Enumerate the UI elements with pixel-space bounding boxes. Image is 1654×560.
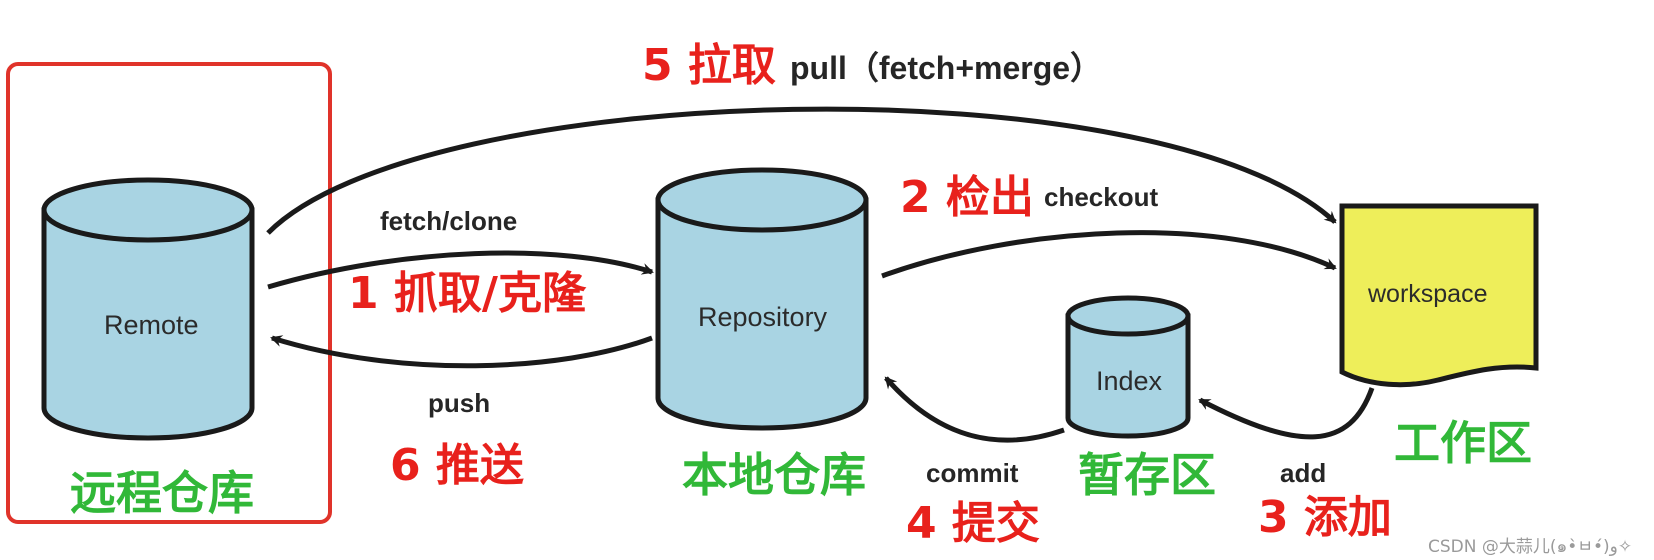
repository-label: Repository <box>698 302 828 332</box>
commit-step: 4 提交 <box>906 498 1040 549</box>
pull-arrow <box>266 106 1337 235</box>
checkout-label: checkout <box>1044 182 1159 212</box>
commit-label: commit <box>926 458 1019 488</box>
commit-arrow <box>884 376 1065 443</box>
fetch-clone-step: 1 抓取/克隆 <box>348 268 587 319</box>
csdn-watermark: CSDN @大蒜儿(๑•̀ㅂ•́)و✧ <box>1428 537 1633 557</box>
fetch-clone-arrow <box>267 250 654 290</box>
remote-label: Remote <box>104 310 199 340</box>
repository-cylinder <box>655 167 869 431</box>
add-arrow <box>1198 387 1375 440</box>
workspace-label: workspace <box>1368 280 1488 308</box>
remote-cn-label: 远程仓库 <box>70 466 254 520</box>
fetch-clone-label: fetch/clone <box>380 206 518 236</box>
workspace-cn-label: 工作区 <box>1394 416 1532 470</box>
index-cn-label: 暂存区 <box>1078 448 1216 502</box>
push-arrow <box>270 335 653 369</box>
push-label: push <box>428 388 491 418</box>
add-label: add <box>1280 458 1327 488</box>
remote-highlight-box <box>6 62 332 524</box>
remote-cylinder <box>41 177 255 441</box>
index-cylinder <box>1065 295 1191 439</box>
repository-cn-label: 本地仓库 <box>682 448 866 502</box>
pull-label: pull（fetch+merge） <box>790 50 1103 86</box>
workspace-document <box>1339 203 1539 388</box>
push-step: 6 推送 <box>390 440 524 491</box>
checkout-arrow <box>881 230 1337 279</box>
pull-step: 5 拉取 <box>642 40 776 91</box>
index-label: Index <box>1096 366 1163 396</box>
add-step: 3 添加 <box>1258 492 1392 543</box>
checkout-step: 2 检出 <box>900 172 1034 223</box>
